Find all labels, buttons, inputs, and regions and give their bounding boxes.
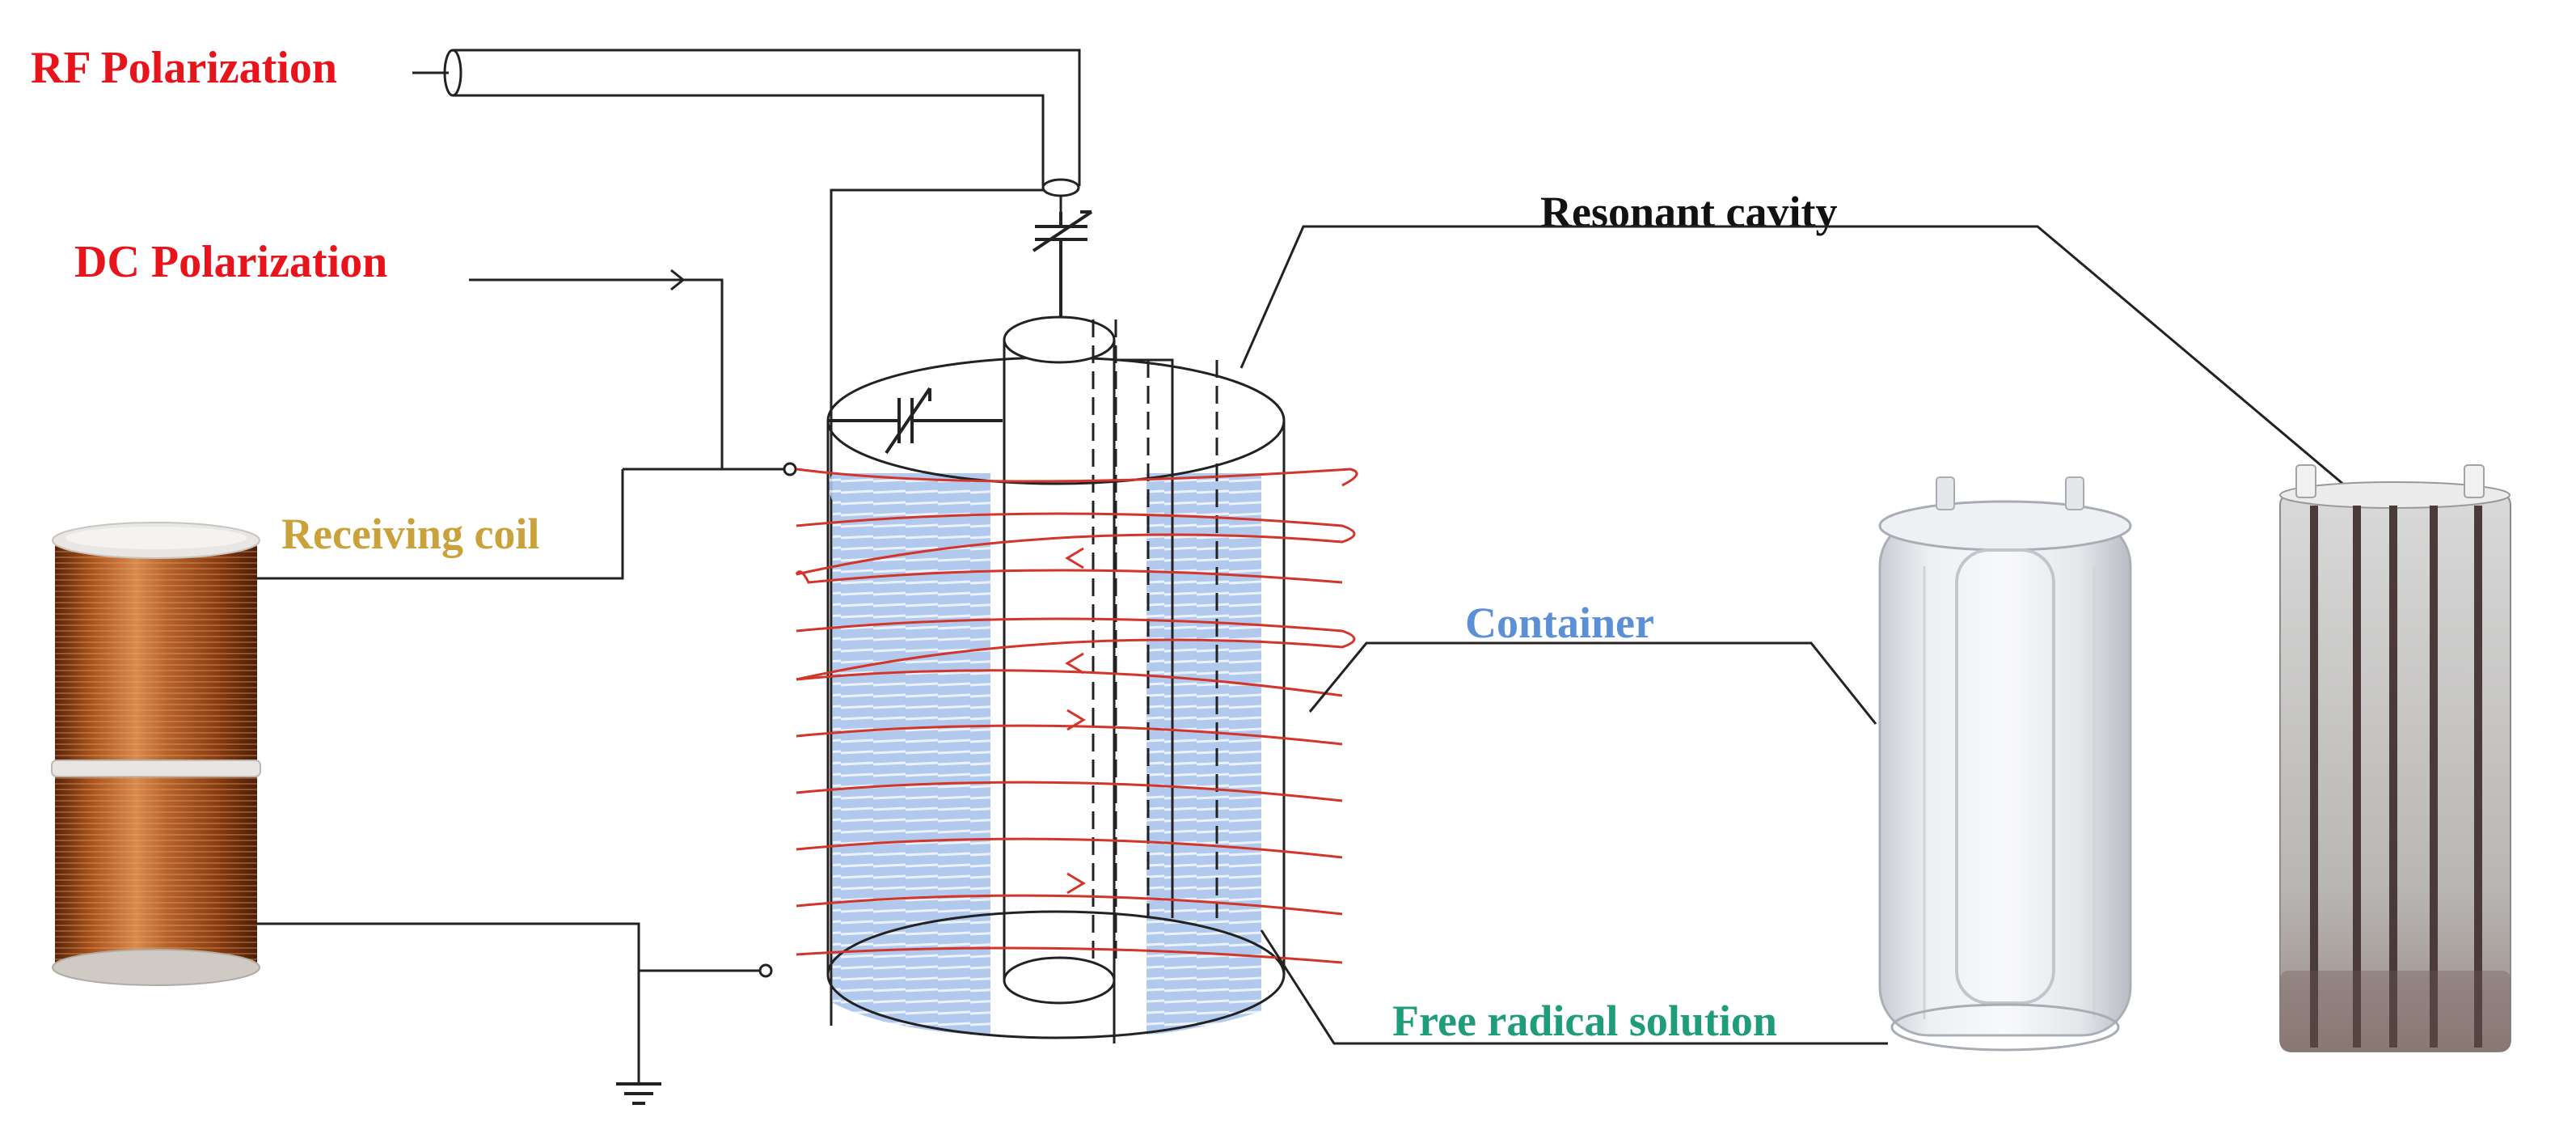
- free-radical-solution-label: Free radical solution: [1392, 997, 1777, 1045]
- rf-coax-cable: [412, 49, 1081, 212]
- rf-feed-wire: [830, 188, 1043, 1026]
- receiving-coil-photo: [51, 522, 261, 986]
- dc-polarization-wire: [469, 269, 797, 476]
- resonator-diagram: [795, 315, 1358, 1043]
- top-capacitor-icon: [828, 387, 1003, 455]
- rf-polarization-label: RF Polarization: [31, 43, 337, 93]
- callout-lines: [1239, 225, 2346, 1045]
- container-photo: [1878, 476, 2132, 1052]
- resonant-cavity-label: Resonant cavity: [1540, 188, 1837, 236]
- receiving-coil-label: Receiving coil: [281, 510, 539, 558]
- solution-left: [829, 473, 990, 1035]
- receiving-coil-wires: [257, 469, 773, 1084]
- resonant-cavity-photo: [2279, 464, 2511, 1052]
- dc-polarization-label: DC Polarization: [74, 237, 387, 287]
- variable-capacitor-icon: [1032, 210, 1093, 320]
- solution-right: [1147, 473, 1261, 1035]
- coil-windings: [795, 468, 1358, 964]
- container-label: Container: [1465, 599, 1654, 647]
- ground-icon: [616, 1082, 661, 1105]
